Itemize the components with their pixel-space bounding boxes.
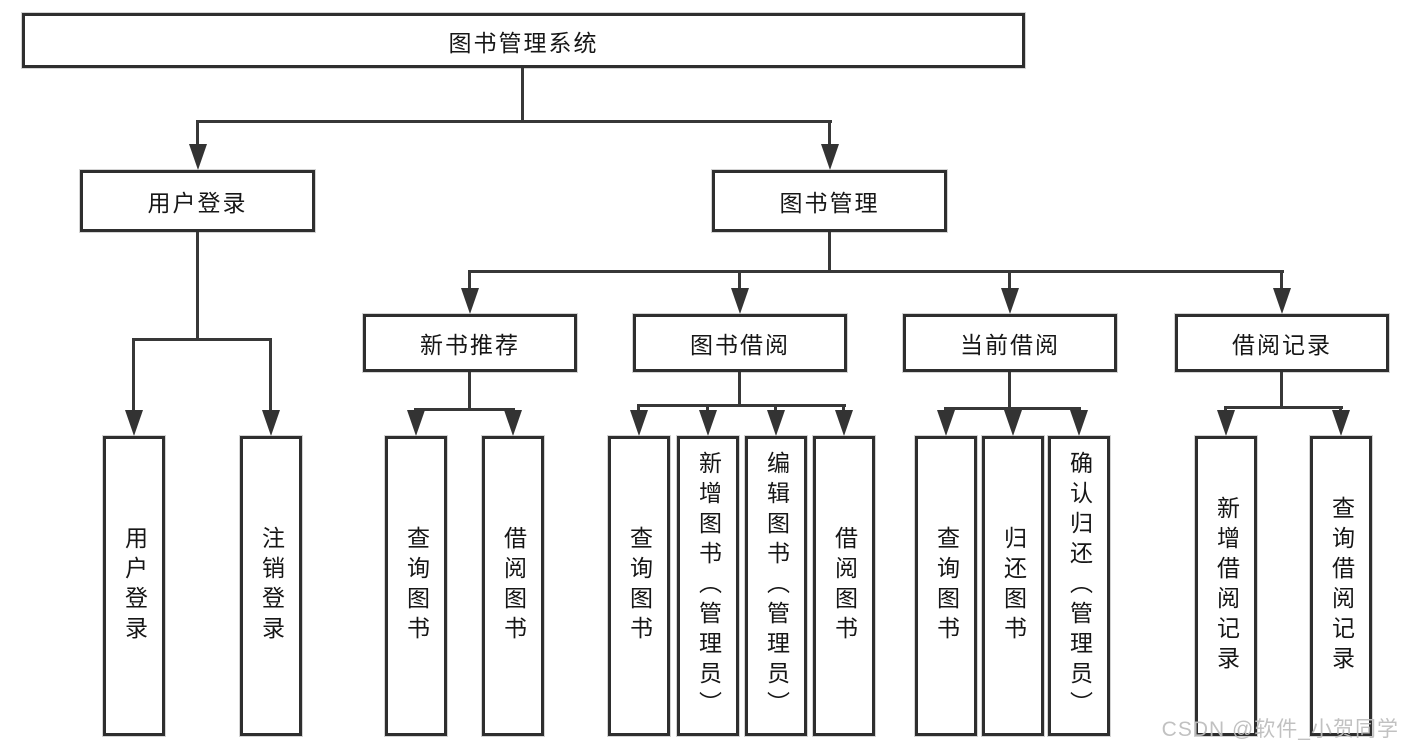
connector-hline [414,408,515,411]
node-book-mgmt-label: 图书管理 [779,190,880,216]
leaf-label: 新增图书（管理员） [695,451,722,721]
arrow-down-icon [699,410,717,436]
connector-vline [1011,407,1014,412]
node-current-borrow-label: 当前借阅 [960,332,1060,358]
arrow-down-icon [189,144,207,170]
leaf-label: 注销登录 [258,526,285,646]
leaf-label: 新增借阅记录 [1213,496,1240,676]
connector-vline [521,68,524,120]
leaf-label: 借阅图书 [500,526,527,646]
arrow-down-icon [407,410,425,436]
arrow-down-icon [1273,288,1291,314]
arrow-down-icon [821,144,839,170]
leaf-label: 归还图书 [1000,526,1027,646]
leaf-logout: 注销登录 [240,436,302,736]
arrow-down-icon [1070,410,1088,436]
arrow-down-icon [1332,410,1350,436]
arrow-down-icon [835,410,853,436]
leaf-label: 编辑图书（管理员） [763,451,790,721]
connector-vline [944,407,947,412]
leaf-edit-books-admin: 编辑图书（管理员） [745,436,807,736]
arrow-down-icon [630,410,648,436]
connector-vline [706,404,709,412]
connector-vline [1339,406,1342,412]
leaf-label: 查询图书 [933,526,960,646]
connector-vline [637,404,640,412]
connector-vline [828,120,831,148]
connector-hline [196,120,832,123]
connector-vline [1008,270,1011,290]
connector-vline [738,270,741,290]
leaf-query-borrow-record: 查询借阅记录 [1310,436,1372,736]
connector-hline [132,338,272,341]
connector-vline [132,338,135,412]
node-user-login-label: 用户登录 [147,190,248,216]
arrow-down-icon [937,410,955,436]
leaf-query-books-1: 查询图书 [385,436,447,736]
leaf-borrow-books-2: 借阅图书 [813,436,875,736]
leaf-add-books-admin: 新增图书（管理员） [677,436,739,736]
connector-vline [1008,372,1011,407]
leaf-return-books: 归还图书 [982,436,1044,736]
connector-vline [468,270,471,290]
connector-hline [468,270,1284,273]
arrow-down-icon [504,410,522,436]
leaf-label: 用户登录 [121,526,148,646]
leaf-label: 确认归还（管理员） [1066,451,1093,721]
connector-vline [1280,270,1283,290]
arrow-down-icon [262,410,280,436]
connector-vline [269,338,272,412]
node-borrow-records-label: 借阅记录 [1232,332,1332,358]
connector-vline [468,372,471,408]
arrow-down-icon [1217,410,1235,436]
node-book-borrow: 图书借阅 [633,314,847,372]
node-current-borrow: 当前借阅 [903,314,1117,372]
connector-hline [637,404,846,407]
connector-vline [1224,406,1227,412]
arrow-down-icon [1001,288,1019,314]
leaf-confirm-return-admin: 确认归还（管理员） [1048,436,1110,736]
node-root: 图书管理系统 [22,13,1025,68]
leaf-label: 查询图书 [403,526,430,646]
connector-vline [1280,372,1283,406]
csdn-watermark: CSDN @软件_小贺同学 [1161,718,1399,741]
leaf-label: 查询借阅记录 [1328,496,1355,676]
arrow-down-icon [767,410,785,436]
connector-vline [196,232,199,338]
connector-vline [842,404,845,412]
leaf-query-books-2: 查询图书 [608,436,670,736]
leaf-label: 借阅图书 [831,526,858,646]
connector-vline [774,404,777,412]
leaf-user-login: 用户登录 [103,436,165,736]
node-book-mgmt: 图书管理 [712,170,947,232]
node-new-books-label: 新书推荐 [420,332,520,358]
arrow-down-icon [461,288,479,314]
leaf-label: 查询图书 [626,526,653,646]
leaf-borrow-books-1: 借阅图书 [482,436,544,736]
connector-vline [828,232,831,272]
arrow-down-icon [1004,410,1022,436]
leaf-add-borrow-record: 新增借阅记录 [1195,436,1257,736]
connector-hline [1224,406,1343,409]
leaf-query-books-3: 查询图书 [915,436,977,736]
node-borrow-records: 借阅记录 [1175,314,1389,372]
connector-vline [1077,407,1080,412]
node-new-books: 新书推荐 [363,314,577,372]
arrow-down-icon [731,288,749,314]
connector-vline [738,372,741,404]
connector-vline [196,120,199,148]
node-user-login: 用户登录 [80,170,315,232]
node-book-borrow-label: 图书借阅 [690,332,790,358]
arrow-down-icon [125,410,143,436]
node-root-label: 图书管理系统 [448,29,599,56]
